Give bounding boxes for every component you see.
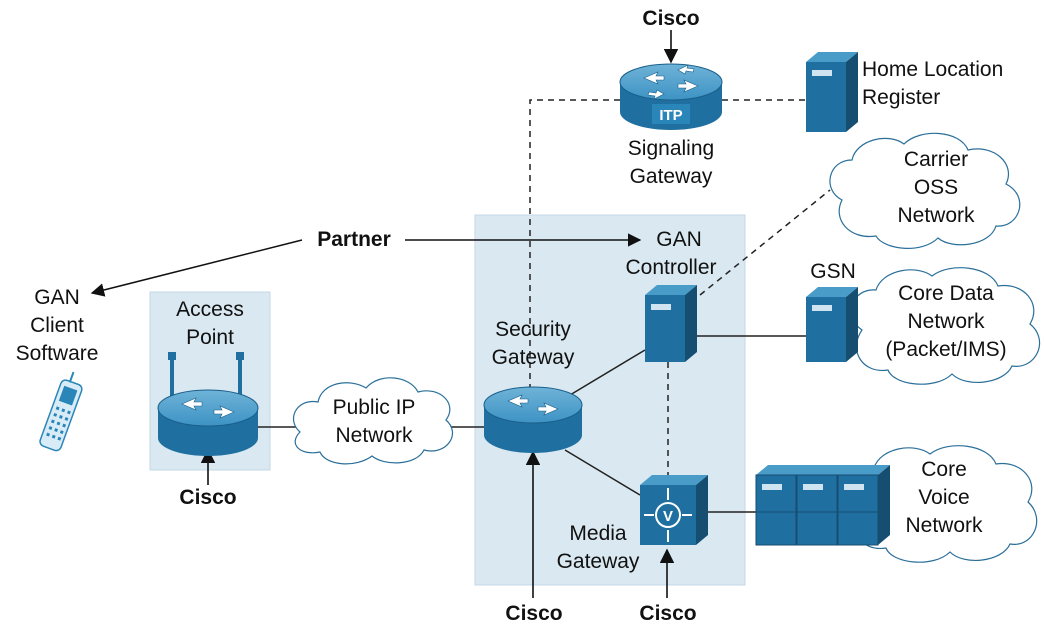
- public-ip-label: Public IP Network: [314, 394, 434, 450]
- carrier-oss-line1: Carrier: [903, 148, 969, 171]
- signaling-links: [529, 99, 831, 478]
- security-gateway-router: [483, 386, 583, 453]
- security-gateway-label: Security Gateway: [474, 316, 592, 372]
- core-voice-line2: Voice: [918, 486, 970, 509]
- gan-client-label: GAN Client Software: [4, 284, 110, 368]
- media-gateway-line1: Media: [569, 522, 627, 545]
- access-point-router: [157, 352, 259, 456]
- gan-controller-line1: GAN: [656, 228, 702, 251]
- gan-controller-line2: Controller: [625, 256, 717, 279]
- cisco-security-label: Cisco: [505, 602, 563, 625]
- core-voice-label: Core Voice Network: [888, 456, 1000, 540]
- media-gateway-icon: V: [640, 475, 708, 545]
- carrier-oss-label: Carrier OSS Network: [880, 146, 992, 230]
- access-point-line1: Access: [176, 298, 244, 321]
- media-gateway-label: Media Gateway: [540, 520, 656, 576]
- gan-client-line2: Client: [30, 314, 84, 337]
- signaling-gateway-line1: Signaling: [627, 137, 715, 160]
- access-point-label: Access Point: [150, 296, 270, 352]
- core-data-label: Core Data Network (Packet/IMS): [866, 280, 1026, 364]
- carrier-oss-cloud: [829, 132, 1021, 249]
- core-data-cloud: [850, 267, 1041, 385]
- access-point-line2: Point: [186, 326, 234, 349]
- cisco-signaling-label: Cisco: [642, 7, 700, 30]
- hlr-line2: Register: [862, 86, 941, 109]
- cisco-media-label: Cisco: [639, 602, 697, 625]
- core-voice-line3: Network: [905, 514, 983, 537]
- signaling-gateway-line2: Gateway: [629, 165, 713, 188]
- network-links: [256, 335, 808, 513]
- security-gateway-line1: Security: [495, 318, 571, 341]
- gan-client-line3: Software: [15, 342, 99, 365]
- media-gateway-line2: Gateway: [556, 550, 640, 573]
- gan-controller-label: GAN Controller: [606, 226, 736, 282]
- public-ip-cloud: [292, 377, 453, 465]
- public-ip-line2: Network: [335, 424, 413, 447]
- gsn-server-icon: [806, 287, 858, 362]
- itp-label: ITP: [659, 107, 682, 124]
- gan-controller-server-icon: [645, 285, 697, 362]
- hlr-line1: Home Location: [862, 58, 1004, 81]
- carrier-oss-line3: Network: [897, 204, 975, 227]
- voice-v-glyph: V: [663, 508, 673, 525]
- hlr-server-icon: [806, 52, 858, 132]
- partner-arrows: [90, 233, 642, 297]
- signaling-gateway-label: Signaling Gateway: [600, 135, 742, 191]
- cisco-ap-label: Cisco: [179, 486, 237, 509]
- core-data-line2: Network: [907, 310, 985, 333]
- partner-label: Partner: [317, 228, 391, 251]
- gsn-label: GSN: [810, 260, 856, 283]
- core-voice-cloud: [850, 445, 1038, 563]
- voice-switch-bank-icon: [755, 465, 890, 546]
- handset-icon: [39, 371, 83, 452]
- signaling-gateway-router: ITP: [619, 63, 723, 130]
- core-voice-line1: Core: [921, 458, 967, 481]
- gan-client-line1: GAN: [34, 286, 80, 309]
- core-data-line1: Core Data: [898, 282, 994, 305]
- carrier-oss-line2: OSS: [913, 176, 959, 199]
- hlr-label: Home Location Register: [862, 56, 1003, 112]
- core-data-line3: (Packet/IMS): [885, 338, 1007, 361]
- security-gateway-line2: Gateway: [491, 346, 575, 369]
- public-ip-line1: Public IP: [332, 396, 416, 419]
